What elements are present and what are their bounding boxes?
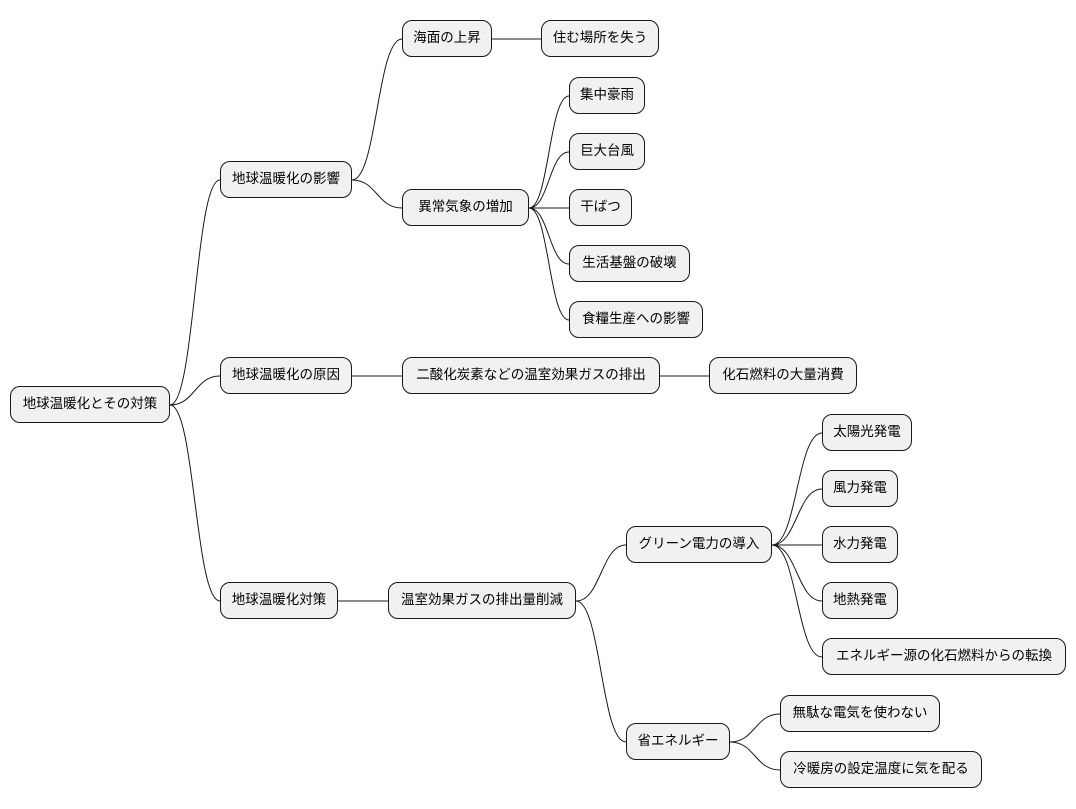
node-wind: 風力発電 (822, 470, 898, 507)
connector (528, 207, 570, 265)
node-ghg-reduction: 温室効果ガスの排出量削減 (388, 582, 576, 619)
node-sea-level-rise: 海面の上昇 (402, 20, 492, 57)
connector (771, 544, 823, 658)
branch-node-countermeasures: 地球温暖化対策 (220, 582, 338, 619)
node-extreme-weather: 異常気象の増加 (402, 189, 529, 226)
connector (771, 488, 823, 546)
connector (575, 600, 627, 743)
connector (771, 544, 823, 602)
connector (771, 432, 823, 546)
node-food-production: 食糧生産への影響 (569, 301, 703, 338)
node-livelihood-destruction: 生活基盤の破壊 (569, 245, 690, 282)
connector (351, 38, 403, 181)
node-green-power: グリーン電力の導入 (626, 526, 772, 563)
node-drought: 干ばつ (569, 189, 632, 226)
connector (528, 95, 570, 209)
node-energy-saving: 省エネルギー (626, 723, 730, 760)
connector (528, 151, 570, 209)
branch-node-effects: 地球温暖化の影響 (220, 161, 352, 198)
node-lose-homes: 住む場所を失う (541, 20, 659, 57)
node-hydro: 水力発電 (822, 526, 898, 563)
connector (351, 179, 403, 209)
connector (729, 713, 781, 743)
node-save-electricity: 無駄な電気を使わない (780, 695, 940, 732)
node-fossil-fuel-consumption: 化石燃料の大量消費 (709, 357, 857, 394)
node-ghg-emission: 二酸化炭素などの温室効果ガスの排出 (402, 357, 660, 394)
node-heavy-rain: 集中豪雨 (569, 77, 645, 114)
connector (729, 741, 781, 771)
connector (169, 179, 221, 406)
branch-node-causes: 地球温暖化の原因 (220, 357, 352, 394)
node-typhoon: 巨大台風 (569, 133, 645, 170)
node-energy-transition: エネルギー源の化石燃料からの転換 (822, 638, 1066, 675)
root-node: 地球温暖化とその対策 (10, 386, 170, 423)
node-geothermal: 地熱発電 (822, 582, 898, 619)
connector (528, 207, 570, 321)
connector (575, 544, 627, 602)
connector (169, 375, 221, 406)
node-ac-temperature: 冷暖房の設定温度に気を配る (780, 751, 982, 788)
node-solar: 太陽光発電 (822, 414, 912, 451)
connector (169, 404, 221, 602)
